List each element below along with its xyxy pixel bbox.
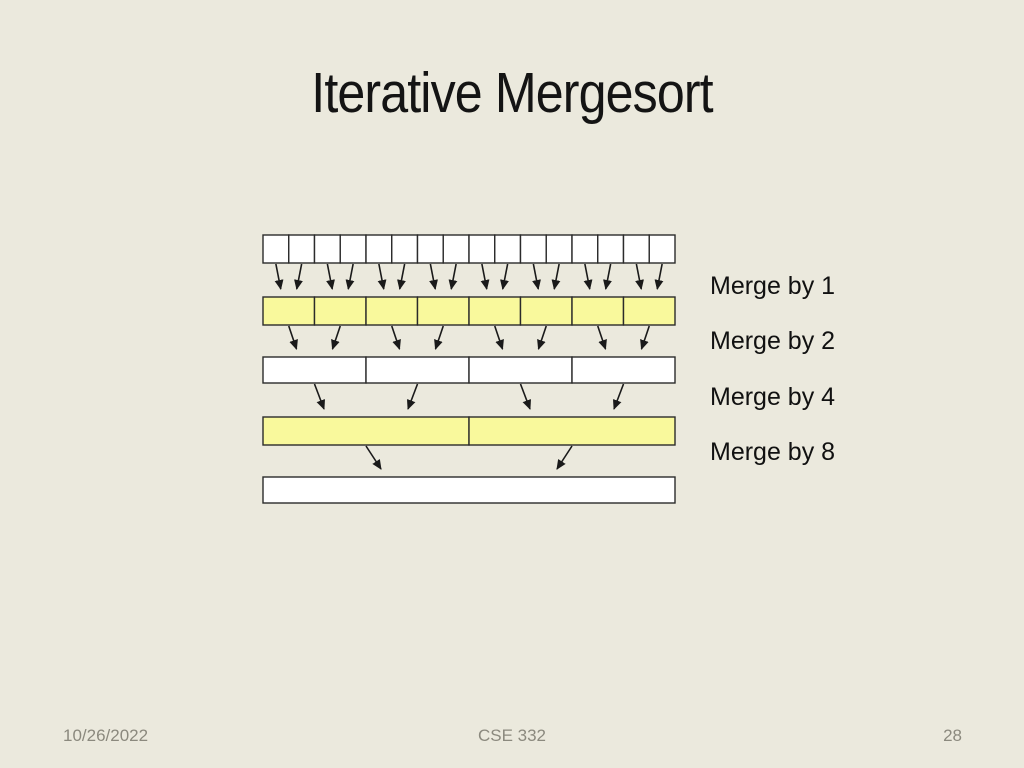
- merge-arrow: [532, 263, 541, 290]
- array-cell: [262, 416, 470, 446]
- array-cell: [365, 356, 470, 384]
- merge-arrows: [274, 263, 664, 470]
- array-cell: [597, 234, 625, 264]
- array-cell: [416, 296, 470, 326]
- array-cell: [313, 234, 341, 264]
- merge-arrow: [287, 325, 298, 350]
- merge-arrow: [434, 325, 445, 350]
- array-cell: [571, 234, 599, 264]
- array-cell: [262, 476, 676, 504]
- footer-page-number: 28: [943, 726, 962, 745]
- array-cell: [519, 296, 573, 326]
- array-cell: [339, 234, 367, 264]
- merge-arrow: [556, 445, 573, 470]
- array-cell: [648, 234, 676, 264]
- merge-arrow: [294, 263, 303, 290]
- merge-arrow: [583, 263, 593, 290]
- merge-arrow: [345, 263, 355, 290]
- footer-course: CSE 332: [477, 726, 547, 745]
- merge-arrow: [480, 263, 490, 290]
- merge-arrow: [635, 263, 644, 290]
- array-cell: [571, 356, 676, 384]
- merge-step-label: Merge by 4: [710, 383, 836, 411]
- slide-title: Iterative Mergesort: [311, 61, 713, 125]
- merge-arrow: [429, 263, 438, 290]
- merge-arrow: [640, 325, 651, 350]
- array-cell: [288, 234, 316, 264]
- merge-arrow: [326, 263, 335, 290]
- array-cell: [494, 234, 522, 264]
- merge-arrow: [274, 263, 284, 290]
- array-cell: [468, 416, 676, 446]
- merge-step-label: Merge by 8: [710, 438, 836, 466]
- merge-step-label: Merge by 1: [710, 272, 836, 300]
- array-cell: [571, 296, 625, 326]
- merge-arrow: [448, 263, 458, 290]
- array-cell: [365, 234, 393, 264]
- array-cell: [416, 234, 444, 264]
- array-cell: [519, 234, 547, 264]
- merge-arrow: [390, 325, 401, 350]
- array-cell: [468, 234, 496, 264]
- array-cell: [468, 296, 522, 326]
- array-cell: [262, 234, 290, 264]
- merge-arrow: [603, 263, 612, 290]
- merge-arrow: [377, 263, 387, 290]
- merge-arrow: [537, 325, 548, 350]
- footer-date: 10/26/2022: [63, 726, 149, 745]
- merge-arrow: [596, 325, 607, 350]
- array-cell: [365, 296, 419, 326]
- merge-arrow: [551, 263, 561, 290]
- merge-arrow: [654, 263, 664, 290]
- merge-arrow: [519, 383, 532, 410]
- array-cell: [313, 296, 367, 326]
- array-cell: [262, 356, 367, 384]
- merge-arrow: [500, 263, 509, 290]
- array-cell: [545, 234, 573, 264]
- array-cell: [468, 356, 573, 384]
- merge-arrow: [313, 383, 326, 410]
- merge-arrow: [406, 383, 419, 410]
- array-cell: [262, 296, 316, 326]
- merge-arrow: [331, 325, 342, 350]
- merge-arrow: [365, 445, 382, 470]
- merge-arrow: [397, 263, 406, 290]
- array-cell: [622, 234, 650, 264]
- array-rows: [262, 234, 676, 504]
- array-cell: [442, 234, 470, 264]
- merge-arrow: [493, 325, 504, 350]
- merge-step-label: Merge by 2: [710, 327, 836, 355]
- array-cell: [622, 296, 676, 326]
- array-cell: [391, 234, 419, 264]
- merge-arrow: [612, 383, 625, 410]
